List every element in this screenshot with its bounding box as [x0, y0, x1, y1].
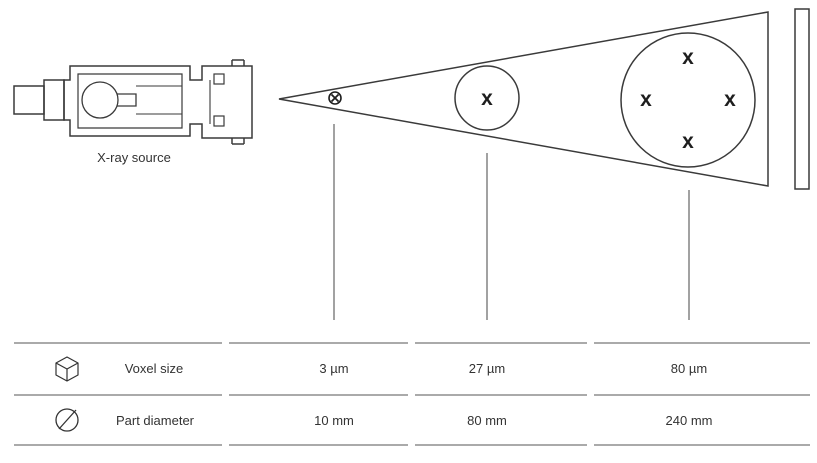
- table-rules: [14, 342, 810, 446]
- xray-source-device: [13, 59, 253, 145]
- table-row-voxel-size: Voxel size 3 µm 27 µm 80 µm: [55, 356, 707, 382]
- cube-icon: [55, 356, 79, 382]
- large-part-mark-bottom: x: [682, 130, 694, 153]
- large-part-mark-left: x: [640, 88, 652, 111]
- table-row-part-diameter: Part diameter 10 mm 80 mm 240 mm: [55, 408, 713, 432]
- spec-table: Voxel size 3 µm 27 µm 80 µm Part diamete…: [14, 342, 810, 446]
- leader-lines: [333, 124, 690, 320]
- part-diameter-medium: 80 mm: [467, 413, 507, 428]
- voxel-size-large: 80 µm: [671, 361, 707, 376]
- diameter-icon: [55, 408, 79, 432]
- part-diameter-large: 240 mm: [666, 413, 713, 428]
- large-part: x x x x: [620, 32, 756, 168]
- part-diameter-small: 10 mm: [314, 413, 354, 428]
- xray-beam-cone: [278, 11, 769, 187]
- medium-part-mark: x: [481, 87, 493, 110]
- large-part-mark-top: x: [682, 46, 694, 69]
- medium-part: x: [454, 65, 520, 131]
- detector-panel: [794, 8, 810, 190]
- xray-source-label: X-ray source: [97, 150, 171, 165]
- small-part: [328, 91, 342, 105]
- large-part-mark-right: x: [724, 88, 736, 111]
- voxel-size-medium: 27 µm: [469, 361, 505, 376]
- part-diameter-label: Part diameter: [116, 413, 195, 428]
- voxel-size-label: Voxel size: [125, 361, 184, 376]
- voxel-size-small: 3 µm: [319, 361, 348, 376]
